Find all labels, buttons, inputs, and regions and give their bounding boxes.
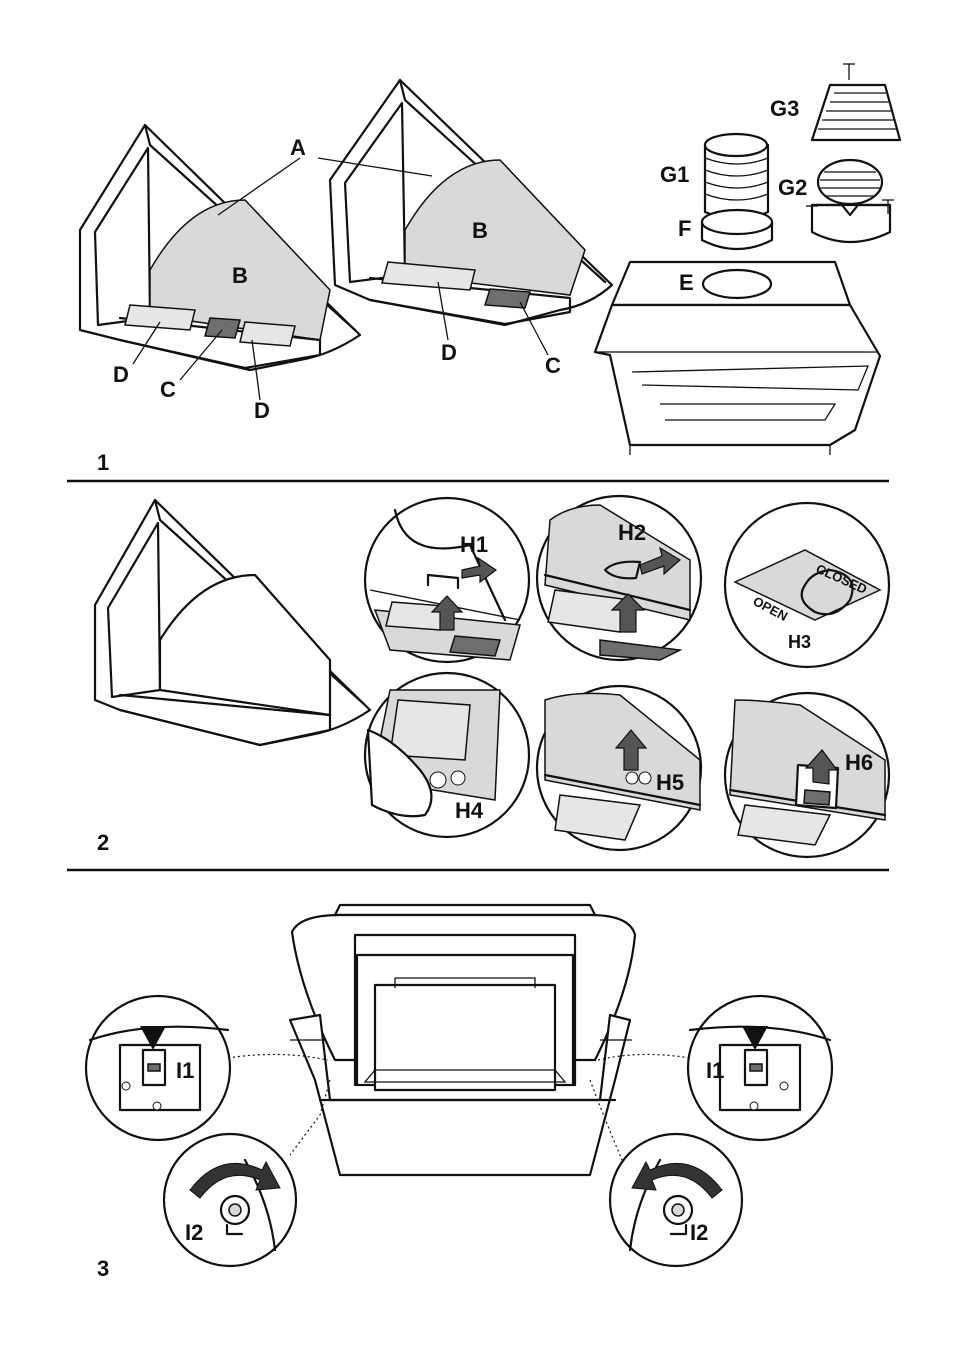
detail-circle-i1-right: I1 bbox=[686, 994, 834, 1142]
panel-1: A B B D C D D C G3 G1 G2 F E 1 bbox=[78, 63, 902, 475]
label-h6: H6 bbox=[845, 750, 873, 775]
label-g2: G2 bbox=[778, 175, 807, 200]
label-i2-left: I2 bbox=[185, 1220, 203, 1245]
figure-number-3: 3 bbox=[97, 1256, 109, 1281]
label-c-left: C bbox=[160, 377, 176, 402]
figure-number-2: 2 bbox=[97, 830, 109, 855]
detail-circle-h4: H4 bbox=[363, 671, 531, 839]
detail-circle-h6: H6 bbox=[723, 691, 891, 859]
panel-2: H1 H2 OPEN CLOSED H3 bbox=[93, 494, 891, 859]
label-d-left-1: D bbox=[113, 362, 129, 387]
label-a: A bbox=[290, 135, 306, 160]
detail-circle-i2-right: I2 bbox=[608, 1132, 744, 1268]
collar-f bbox=[700, 208, 774, 250]
screw-icon bbox=[806, 63, 894, 220]
detail-circle-h2: H2 bbox=[535, 494, 703, 662]
grille-g3 bbox=[810, 83, 902, 142]
hood-open-front-view bbox=[288, 903, 637, 1177]
hood-left bbox=[78, 123, 362, 372]
label-h3: H3 bbox=[788, 632, 811, 652]
label-i1-right: I1 bbox=[706, 1058, 724, 1083]
deflector-g2 bbox=[810, 158, 892, 244]
figure-number-1: 1 bbox=[97, 450, 109, 475]
label-i2-right: I2 bbox=[690, 1220, 708, 1245]
label-h1: H1 bbox=[460, 532, 488, 557]
label-d-right: D bbox=[441, 340, 457, 365]
label-b-right: B bbox=[472, 218, 488, 243]
label-d-left-2: D bbox=[254, 398, 270, 423]
detail-circle-i1-left: I1 bbox=[84, 994, 232, 1142]
detail-circle-h3: OPEN CLOSED H3 bbox=[723, 501, 891, 669]
detail-circle-h1: H1 bbox=[363, 496, 531, 664]
label-h2: H2 bbox=[618, 520, 646, 545]
label-g1: G1 bbox=[660, 162, 689, 187]
detail-circle-h5: H5 bbox=[535, 684, 703, 852]
leader-lines bbox=[132, 157, 549, 401]
panel-3: I1 I2 I1 bbox=[84, 903, 834, 1281]
label-h5: H5 bbox=[656, 770, 684, 795]
label-h4: H4 bbox=[455, 798, 484, 823]
label-f: F bbox=[678, 216, 691, 241]
detail-circle-i2-left: I2 bbox=[162, 1132, 298, 1268]
label-b-left: B bbox=[232, 263, 248, 288]
cabinet bbox=[593, 260, 882, 455]
hood-closed bbox=[93, 498, 372, 747]
label-c-right: C bbox=[545, 353, 561, 378]
hood-right bbox=[328, 78, 614, 327]
cylinder-g1 bbox=[703, 132, 770, 221]
label-g3: G3 bbox=[770, 96, 799, 121]
label-i1-left: I1 bbox=[176, 1058, 194, 1083]
label-e: E bbox=[679, 270, 694, 295]
